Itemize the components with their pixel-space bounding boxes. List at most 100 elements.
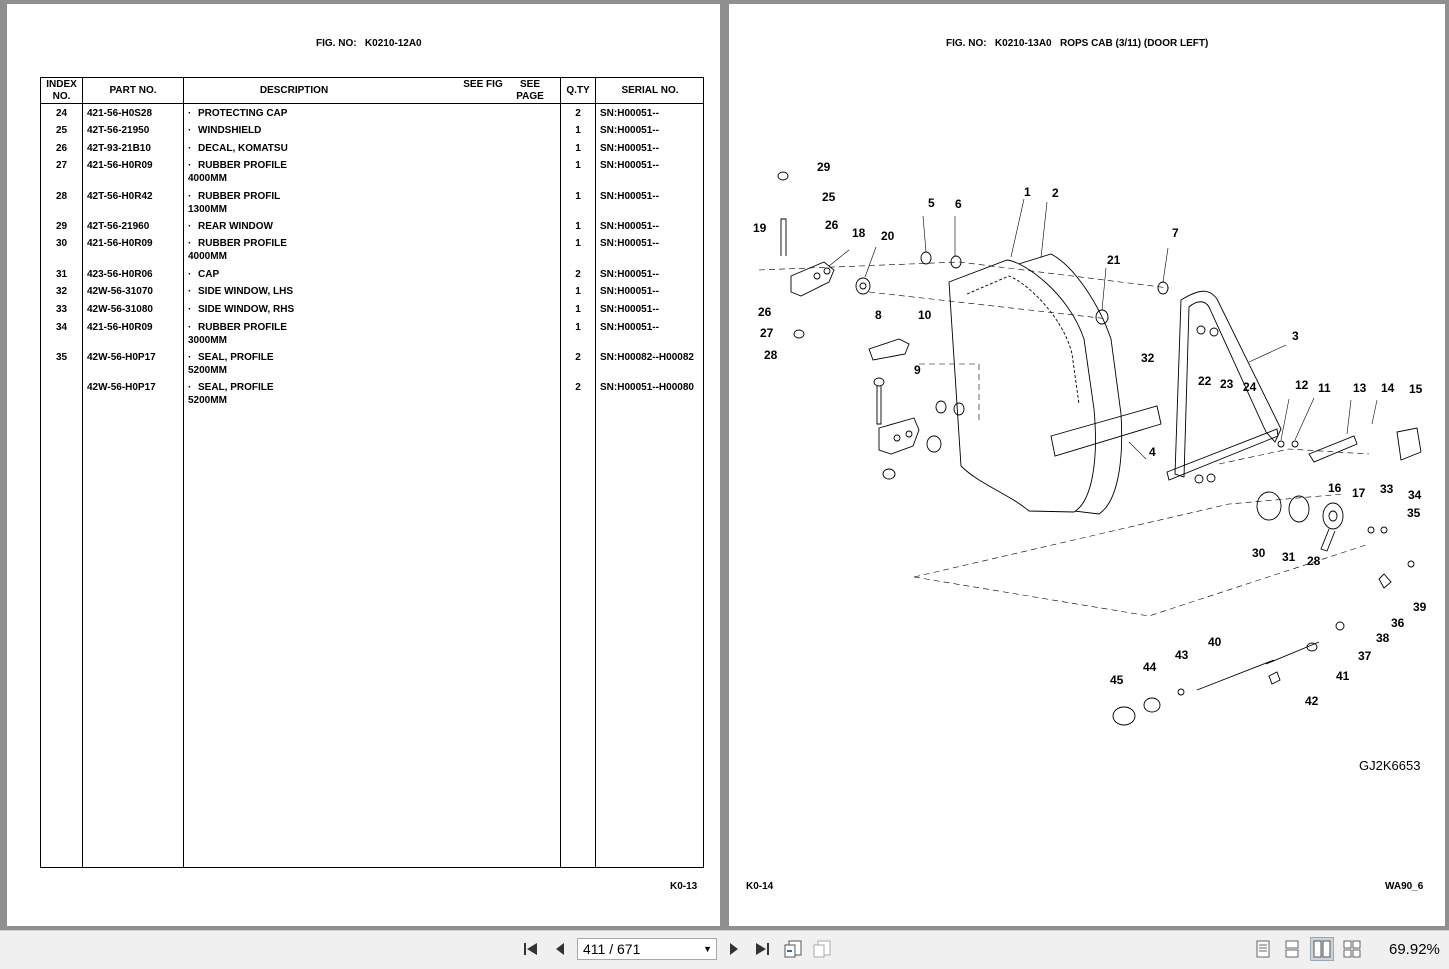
callout-label: 23 [1220,377,1234,391]
zoom-level[interactable]: 69.92% [1389,941,1440,958]
last-page-icon[interactable] [750,937,774,961]
callout-label: 10 [918,308,932,322]
row-serial-no: SN:H00051-- [600,322,659,333]
callout-label: 41 [1336,669,1350,683]
callout-label: 43 [1175,648,1189,662]
row-qty: 1 [575,286,581,297]
callout-label: 17 [1352,486,1366,500]
row-index: 28 [55,191,68,202]
row-description: RUBBER PROFILE [198,322,287,333]
callout-label: 13 [1353,381,1367,395]
next-page-icon[interactable] [722,937,746,961]
row-qty: 1 [575,221,581,232]
header-serial-no: SERIAL NO. [621,85,679,96]
row-index: 32 [55,286,68,297]
page-number-field[interactable]: 411 / 671 ▼ [577,938,717,960]
callout-label: 30 [1252,546,1266,560]
row-serial-no: SN:H00051-- [600,125,659,136]
row-part-no: 423-56-H0R06 [87,269,153,280]
page-separator: / [609,941,614,957]
row-description-length: 5200MM [188,365,227,376]
row-serial-no: SN:H00051-- [600,191,659,202]
row-description-length: 1300MM [188,204,227,215]
callout-label: 44 [1143,660,1157,674]
row-serial-no: SN:H00051-- [600,238,659,249]
two-page-icon[interactable] [1310,937,1334,961]
left-fig-title: FIG. NO: K0210-12A0 [316,38,422,49]
description-bullet: · [188,304,192,315]
row-part-no: 42W-56-H0P17 [87,382,156,393]
callout-label: 27 [760,326,774,340]
next-view-icon[interactable] [810,937,834,961]
viewer-toolbar: 411 / 671 ▼ 69.92% [0,930,1449,969]
callout-label: 22 [1198,374,1212,388]
row-serial-no: SN:H00051-- [600,160,659,171]
callout-label: 3 [1292,329,1299,343]
row-qty: 1 [575,125,581,136]
callout-label: 6 [955,197,962,211]
callout-label: 1 [1024,185,1031,199]
row-description: REAR WINDOW [198,221,273,232]
row-serial-no: SN:H00051-- [600,269,659,280]
row-part-no: 421-56-H0S28 [87,108,153,119]
previous-page-icon[interactable] [548,937,572,961]
chevron-down-icon[interactable]: ▼ [703,944,712,954]
callout-label: 28 [764,348,778,362]
left-page-number: K0-13 [670,881,698,892]
row-part-no: 42W-56-31070 [87,286,153,297]
first-page-icon[interactable] [519,937,543,961]
continuous-page-icon[interactable] [1280,937,1304,961]
row-qty: 2 [575,269,581,280]
callout-label: 39 [1413,600,1427,614]
row-description: SEAL, PROFILE [198,382,274,393]
row-qty: 2 [575,108,581,119]
row-part-no: 42T-93-21B10 [87,143,151,154]
right-page-number: K0-14 [746,881,774,892]
row-index: 25 [55,125,68,136]
callout-label: 26 [758,305,772,319]
row-description: RUBBER PROFILE [198,238,287,249]
two-page-continuous-icon[interactable] [1340,937,1364,961]
row-qty: 1 [575,160,581,171]
row-description: RUBBER PROFIL [198,191,281,202]
callout-label: 9 [914,363,921,377]
row-index: 30 [55,238,68,249]
callout-label: 40 [1208,635,1222,649]
callout-label: 42 [1305,694,1319,708]
description-bullet: · [188,322,192,333]
row-serial-no: SN:H00051-- [600,286,659,297]
row-description: DECAL, KOMATSU [198,143,288,154]
row-description-length: 4000MM [188,173,227,184]
row-part-no: 42T-56-21950 [87,125,150,136]
header-qty: Q.TY [566,85,590,96]
callout-label: 38 [1376,631,1390,645]
row-qty: 1 [575,238,581,249]
previous-view-icon[interactable] [781,937,805,961]
description-bullet: · [188,108,192,119]
row-description: CAP [198,269,220,280]
right-document-page: FIG. NO: K0210-13A0 ROPS CAB (3/11) (DOO… [729,4,1445,926]
row-description: SIDE WINDOW, LHS [198,286,293,297]
fig-label: FIG. NO: [946,38,987,49]
callout-label: 21 [1107,253,1121,267]
callout-label: 32 [1141,351,1155,365]
row-index: 31 [55,269,68,280]
callout-label: 25 [822,190,836,204]
row-qty: 2 [575,382,581,393]
model-code: WA90_6 [1385,881,1424,892]
fig-number: K0210-12A0 [364,38,422,49]
row-serial-no: SN:H00051-- [600,304,659,315]
description-bullet: · [188,160,192,171]
callout-label: 33 [1380,482,1394,496]
callout-label: 37 [1358,649,1372,663]
row-index: 29 [55,221,68,232]
single-page-icon[interactable] [1251,937,1275,961]
callout-label: 12 [1295,378,1309,392]
callout-label: 4 [1149,445,1156,459]
row-part-no: 42T-56-21960 [87,221,150,232]
callout-label: 15 [1409,382,1423,396]
row-part-no: 42W-56-31080 [87,304,153,315]
callout-label: 29 [817,160,831,174]
